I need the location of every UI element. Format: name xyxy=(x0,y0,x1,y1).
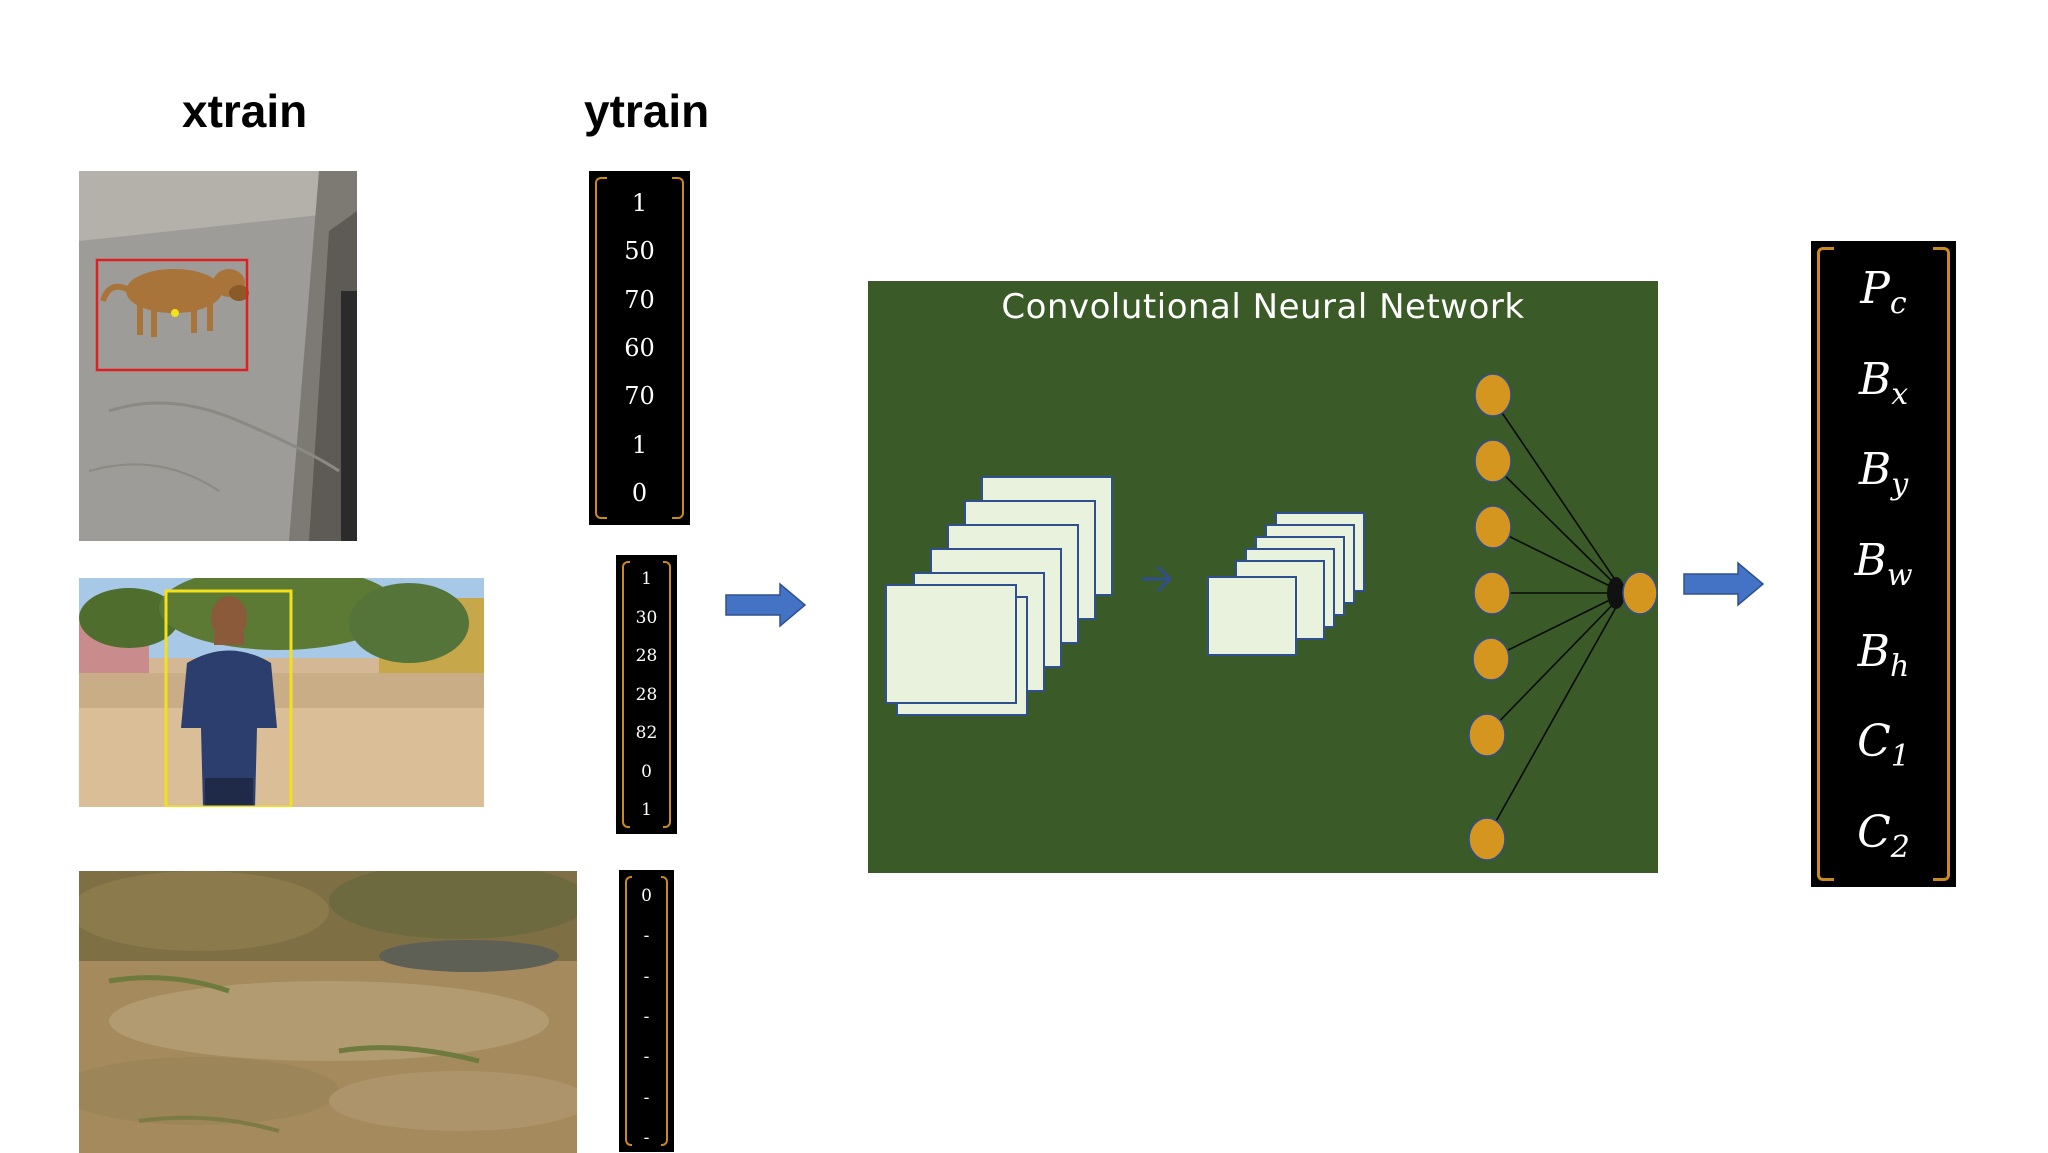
output-bw: Bw xyxy=(1854,535,1913,593)
ytrain-3-value: - xyxy=(643,1127,650,1148)
ytrain-1-value: 0 xyxy=(631,478,648,507)
ytrain-3-value: - xyxy=(643,1047,650,1068)
neuron-layer xyxy=(1468,373,1658,861)
ytrain-vector-3: 0 - - - - - - xyxy=(619,870,674,1152)
output-bx: Bx xyxy=(1858,353,1909,412)
ytrain-1-value: 1 xyxy=(631,189,648,217)
cnn-panel: Convolutional Neural Network xyxy=(868,281,1658,873)
xtrain-heading: xtrain xyxy=(182,85,308,137)
left-bracket-icon xyxy=(622,561,630,828)
ytrain-2-value: 28 xyxy=(635,684,658,705)
neuron-icon xyxy=(1474,439,1512,483)
neuron-icon xyxy=(1474,373,1512,417)
dog-image xyxy=(79,171,357,541)
output-c1: C1 xyxy=(1857,716,1910,775)
right-bracket-icon xyxy=(672,177,684,519)
left-bracket-icon xyxy=(595,177,607,519)
ytrain-3-value: 0 xyxy=(641,886,652,906)
neuron-icon xyxy=(1468,817,1506,861)
left-bracket-icon xyxy=(625,876,632,1146)
cnn-title: Convolutional Neural Network xyxy=(1001,287,1525,327)
ytrain-2-value: 1 xyxy=(641,800,652,820)
ytrain-2-value: 30 xyxy=(635,607,658,628)
ytrain-1-value: 50 xyxy=(624,237,655,266)
ytrain-2-value: 28 xyxy=(635,646,658,666)
dense-connections xyxy=(1485,394,1625,840)
ytrain-3-value: - xyxy=(643,1087,650,1108)
ytrain-vector-1: 1 50 70 60 70 1 0 xyxy=(589,171,690,525)
output-neuron-icon xyxy=(1622,571,1658,615)
ytrain-2-value: 0 xyxy=(641,761,652,782)
arrow-right-icon xyxy=(1683,561,1765,607)
left-bracket-icon xyxy=(1817,247,1834,881)
feature-map-stack-large xyxy=(885,476,1113,716)
grass-image xyxy=(79,871,577,1153)
small-arrow-icon xyxy=(1142,565,1173,593)
ytrain-vector-2: 1 30 28 28 82 0 1 xyxy=(616,555,677,834)
output-c2: C2 xyxy=(1857,807,1910,865)
output-vector: Pc Bx By Bw Bh C1 C2 xyxy=(1811,241,1956,887)
right-bracket-icon xyxy=(663,561,671,828)
ytrain-2-value: 1 xyxy=(641,569,652,589)
neuron-icon xyxy=(1473,571,1511,615)
ytrain-3-value: - xyxy=(643,926,650,947)
neuron-icon xyxy=(1468,713,1506,757)
arrow-right-icon xyxy=(725,582,807,628)
cnn-diagram xyxy=(885,373,1658,861)
ytrain-3-value: - xyxy=(643,966,650,987)
ytrain-1-value: 1 xyxy=(631,430,648,459)
output-by: By xyxy=(1858,444,1909,503)
right-bracket-icon xyxy=(661,876,668,1146)
output-bh: Bh xyxy=(1857,625,1910,684)
ytrain-1-value: 60 xyxy=(624,333,655,362)
right-bracket-icon xyxy=(1933,247,1950,881)
person-image xyxy=(79,578,484,807)
ytrain-3-value: - xyxy=(643,1006,650,1027)
output-pc: Pc xyxy=(1860,263,1907,321)
ytrain-heading: ytrain xyxy=(584,85,710,137)
neuron-icon xyxy=(1474,505,1512,549)
ytrain-2-value: 82 xyxy=(635,723,658,743)
ytrain-1-value: 70 xyxy=(624,382,655,411)
neuron-icon xyxy=(1472,637,1510,681)
ytrain-1-value: 70 xyxy=(624,285,655,314)
feature-map-stack-small xyxy=(1207,512,1365,656)
